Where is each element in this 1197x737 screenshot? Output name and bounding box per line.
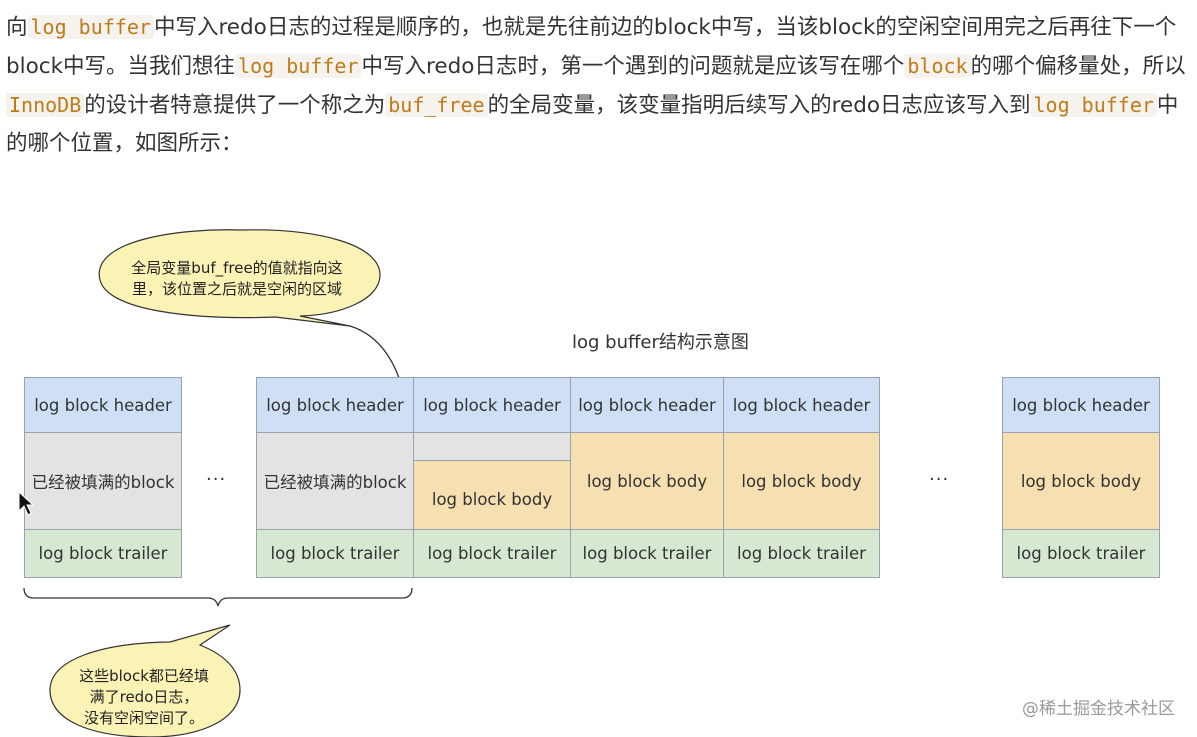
text-segment: 的哪个偏移量处，所以 [970,54,1186,79]
block4-trailer: log block trailer [570,529,724,578]
block6-header: log block header [1002,377,1160,433]
block6-body: log block body [1002,432,1160,530]
text-segment: 中写入redo日志时，第一个遇到的问题就是应该写在哪个 [361,54,905,79]
block4-body: log block body [570,432,724,530]
mouse-cursor-icon [18,491,34,516]
callout-bottom-line: 满了redo日志， [89,688,199,706]
text-segment: 中的哪个位置，如图所示： [6,93,1179,156]
text-segment: 向 [6,15,28,40]
callout-bottom-text: 这些block都已经填 满了redo日志， 没有空闲空间了。 [58,666,230,729]
callout-top-line: 全局变量buf_free的值就指向这 [131,259,343,277]
code-log-buffer: log buffer [235,54,362,78]
code-log-buffer: log buffer [27,15,154,39]
block6-trailer: log block trailer [1002,529,1160,578]
text-segment: 的全局变量，该变量指明后续写入的redo日志应该写入到 [487,93,1031,118]
code-log-buffer: log buffer [1030,93,1157,117]
block1-header: log block header [24,377,182,433]
text-segment: 中写入redo日志的过程是顺序的，也就是先往前边的block中写，当该block… [6,15,1177,79]
block4-header: log block header [570,377,724,433]
callout-top-bubble [98,229,381,327]
block2-trailer: log block trailer [256,529,414,578]
filled-blocks-brace [23,587,413,607]
block5-body: log block body [723,432,880,530]
text-segment: 的设计者特意提供了一个称之为 [84,93,386,118]
diagram-title: log buffer结构示意图 [572,332,749,353]
block1-trailer: log block trailer [24,529,182,578]
callout-bottom-line: 这些block都已经填 [79,667,209,685]
block2-full-body: 已经被填满的block [256,432,414,530]
callout-top-line: 里，该位置之后就是空闲的区域 [131,280,342,298]
block3-header: log block header [413,377,571,433]
block3-trailer: log block trailer [413,529,571,578]
code-innodb: InnoDB [6,93,85,117]
code-block: block [904,54,971,78]
ellipsis: ··· [929,469,950,490]
block5-trailer: log block trailer [723,529,880,578]
block3-free-body: log block body [413,460,571,530]
watermark: @稀土掘金技术社区 [1022,699,1175,719]
block2-header: log block header [256,377,414,433]
callout-bottom-line: 没有空闲空间了。 [83,709,204,727]
block5-header: log block header [723,377,880,433]
callout-top-text: 全局变量buf_free的值就指向这 里，该位置之后就是空闲的区域 [104,258,370,300]
code-buf-free: buf_free [385,93,488,117]
ellipsis: ··· [206,469,227,490]
block3-used-region [413,432,571,461]
block1-full-body: 已经被填满的block [24,432,182,530]
